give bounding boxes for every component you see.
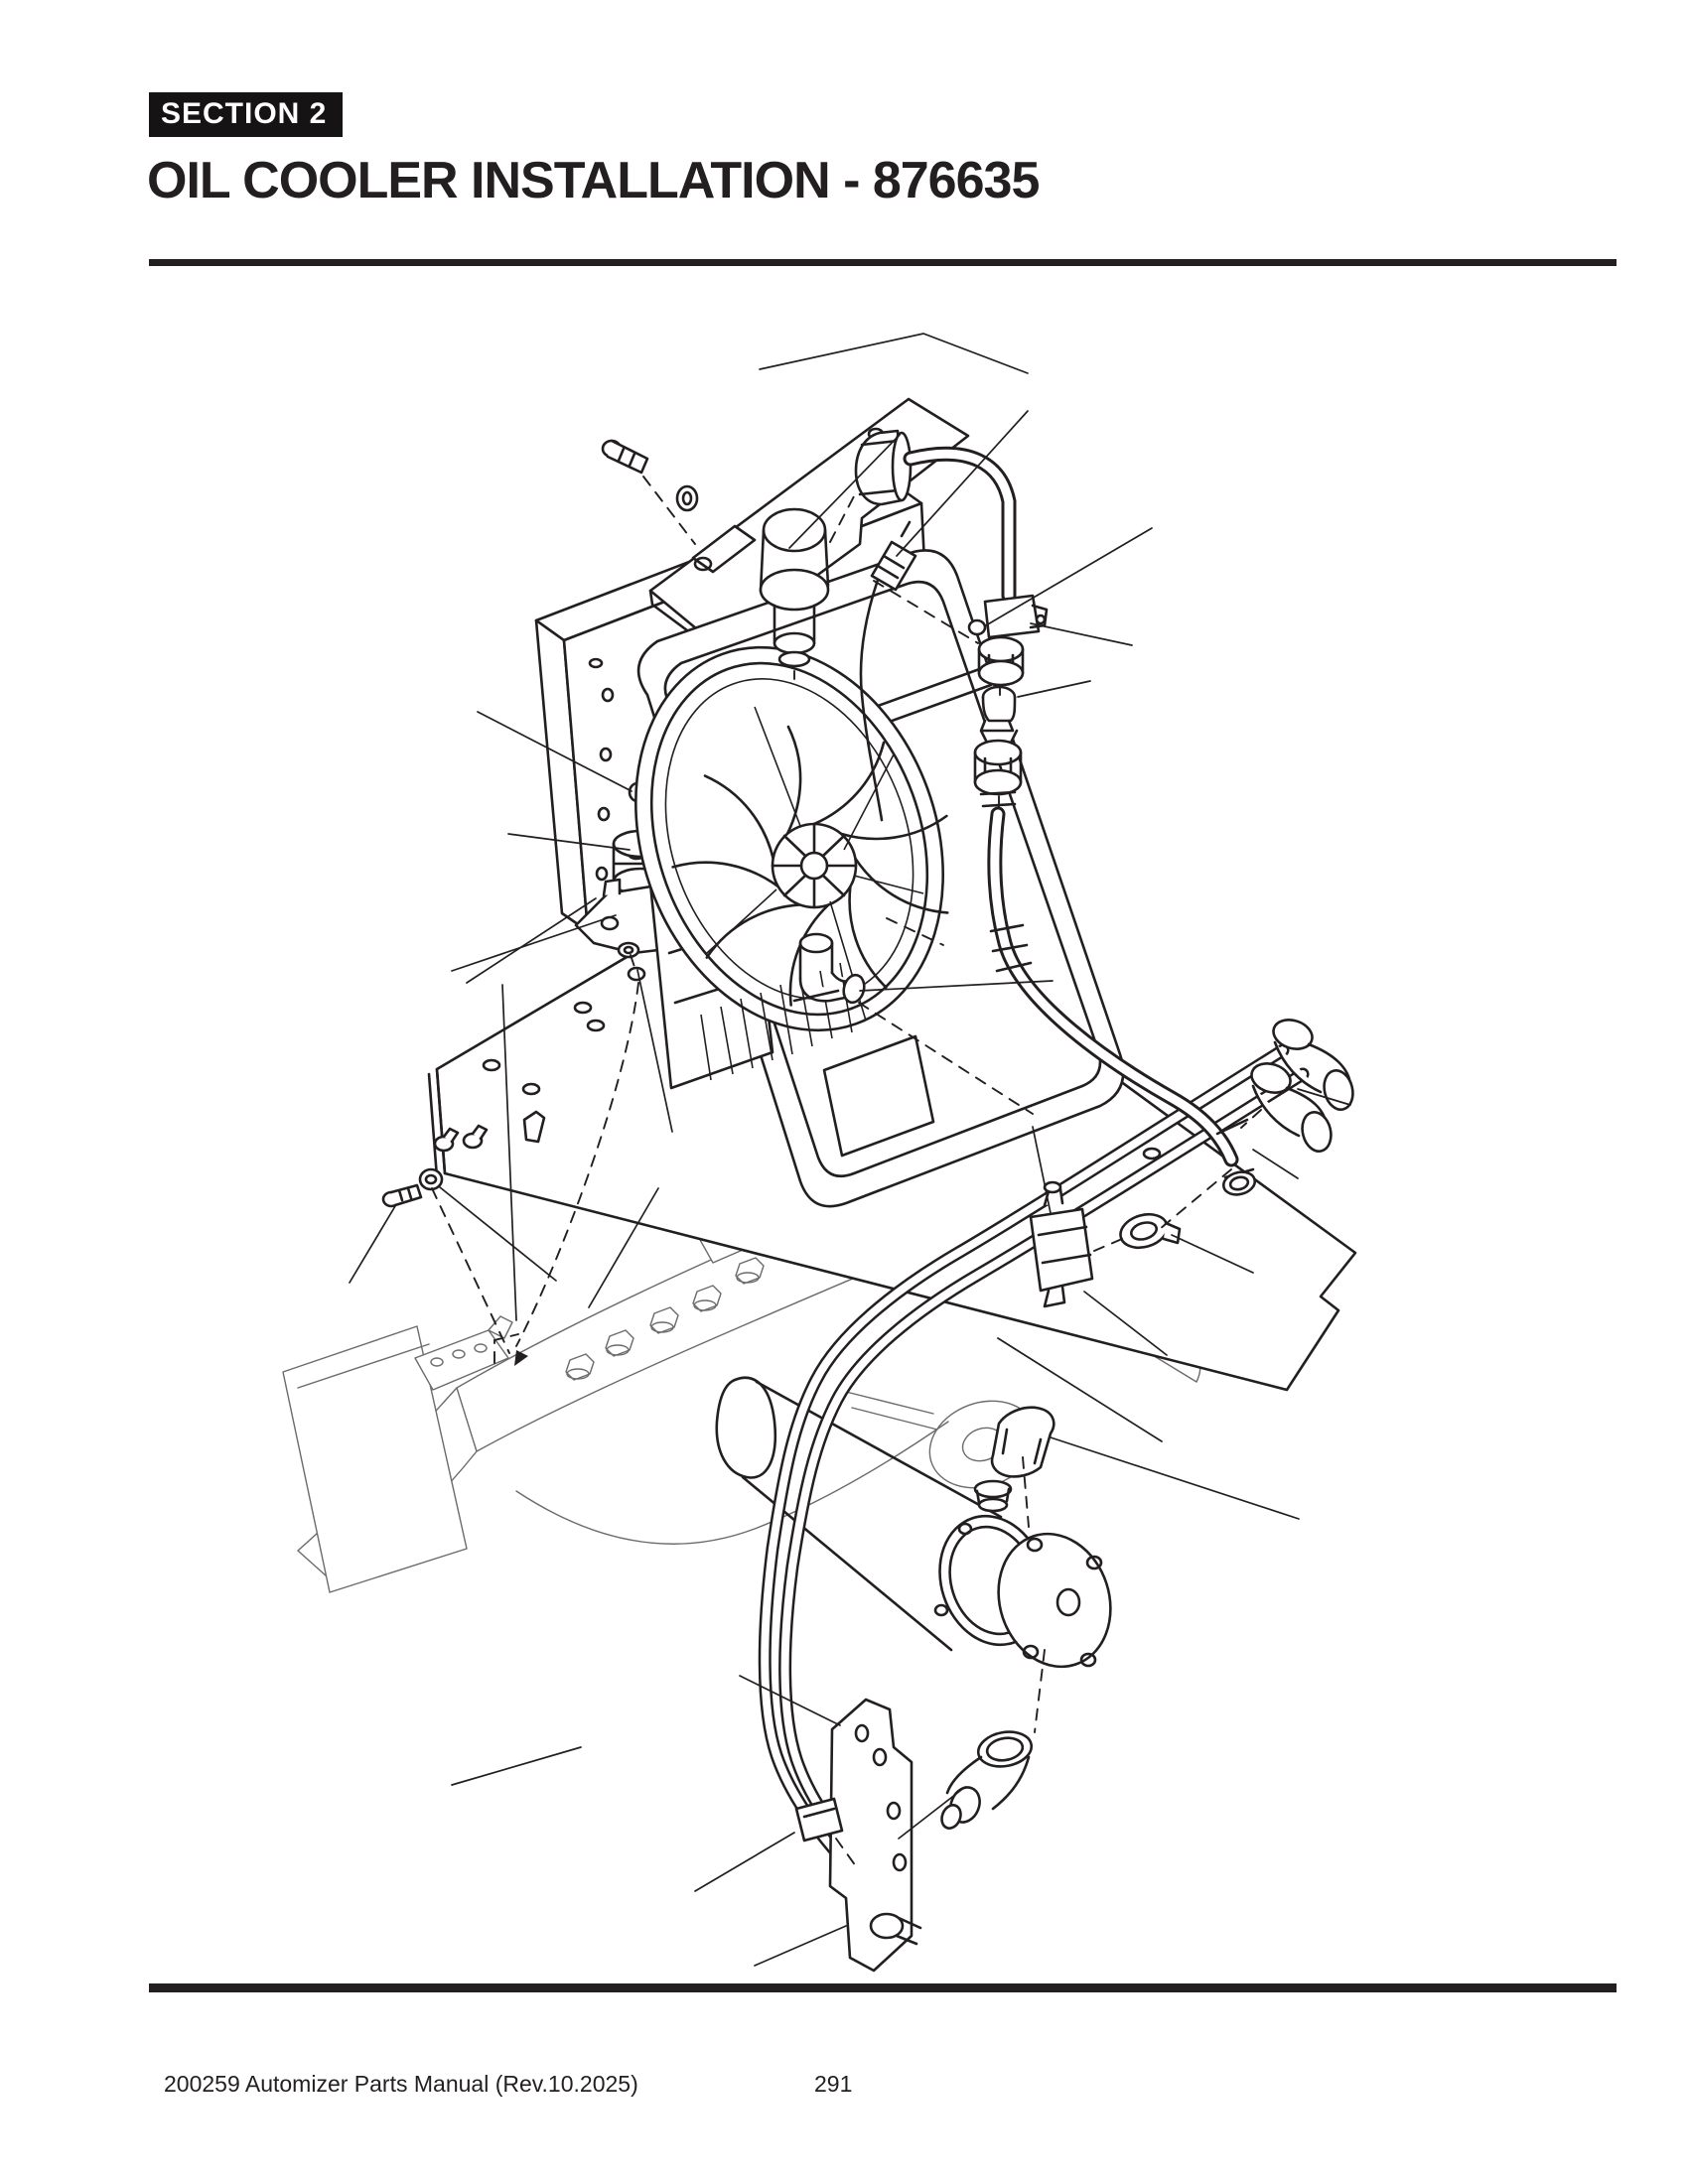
bracket-screw bbox=[601, 439, 649, 475]
dash-arrowhead bbox=[514, 1350, 528, 1366]
hose-clamp bbox=[967, 594, 1049, 639]
tube-clip bbox=[794, 1797, 844, 1843]
fan-label bbox=[822, 1034, 935, 1158]
tank-elbow-fitting bbox=[940, 1730, 1034, 1830]
flange-bolts bbox=[933, 1522, 1103, 1668]
fan-blades bbox=[671, 725, 949, 1007]
bracket-washer bbox=[675, 484, 699, 512]
tank-clip bbox=[990, 1406, 1055, 1478]
swivel-nut bbox=[973, 739, 1023, 808]
page-title: OIL COOLER INSTALLATION - 876635 bbox=[147, 152, 1040, 209]
title-rule bbox=[149, 259, 1617, 266]
union-nut bbox=[977, 635, 1025, 687]
corner-washer bbox=[418, 1167, 444, 1191]
bottom-bracket bbox=[828, 1698, 922, 1973]
plate-elbow-fitting bbox=[792, 932, 866, 1005]
frame-bracket-left bbox=[414, 1315, 513, 1391]
filler-elbow bbox=[759, 507, 830, 668]
leader-lines bbox=[349, 333, 1351, 1967]
footer-rule bbox=[149, 1983, 1617, 1992]
tube-end-stub bbox=[869, 1912, 922, 1946]
bullet-fitting bbox=[979, 685, 1019, 748]
tank-plug bbox=[973, 1479, 1013, 1513]
footer-manual-label: 200259 Automizer Parts Manual (Rev.10.20… bbox=[164, 2071, 638, 2097]
hose-end-elbow bbox=[1215, 1118, 1257, 1196]
section-badge: SECTION 2 bbox=[149, 92, 344, 137]
hose-cuff bbox=[854, 429, 913, 506]
elbow-fittings-pair bbox=[1250, 1019, 1354, 1153]
plate-corner-bolts bbox=[433, 1124, 489, 1153]
hose-long bbox=[987, 806, 1257, 1196]
foot-washer bbox=[617, 941, 640, 959]
cooler-fan bbox=[634, 645, 949, 1081]
tube-union-nut bbox=[1119, 1212, 1182, 1250]
hydraulic-tank bbox=[715, 1376, 1112, 1830]
assembly-dashes bbox=[431, 476, 1262, 1867]
fan-hub bbox=[771, 822, 858, 909]
corner-screw bbox=[381, 1183, 423, 1208]
fan-wire-connector bbox=[859, 520, 917, 822]
footer-page-number: 291 bbox=[814, 2071, 853, 2097]
core-fins bbox=[700, 962, 853, 1081]
fan-guard-struts bbox=[706, 706, 924, 1022]
